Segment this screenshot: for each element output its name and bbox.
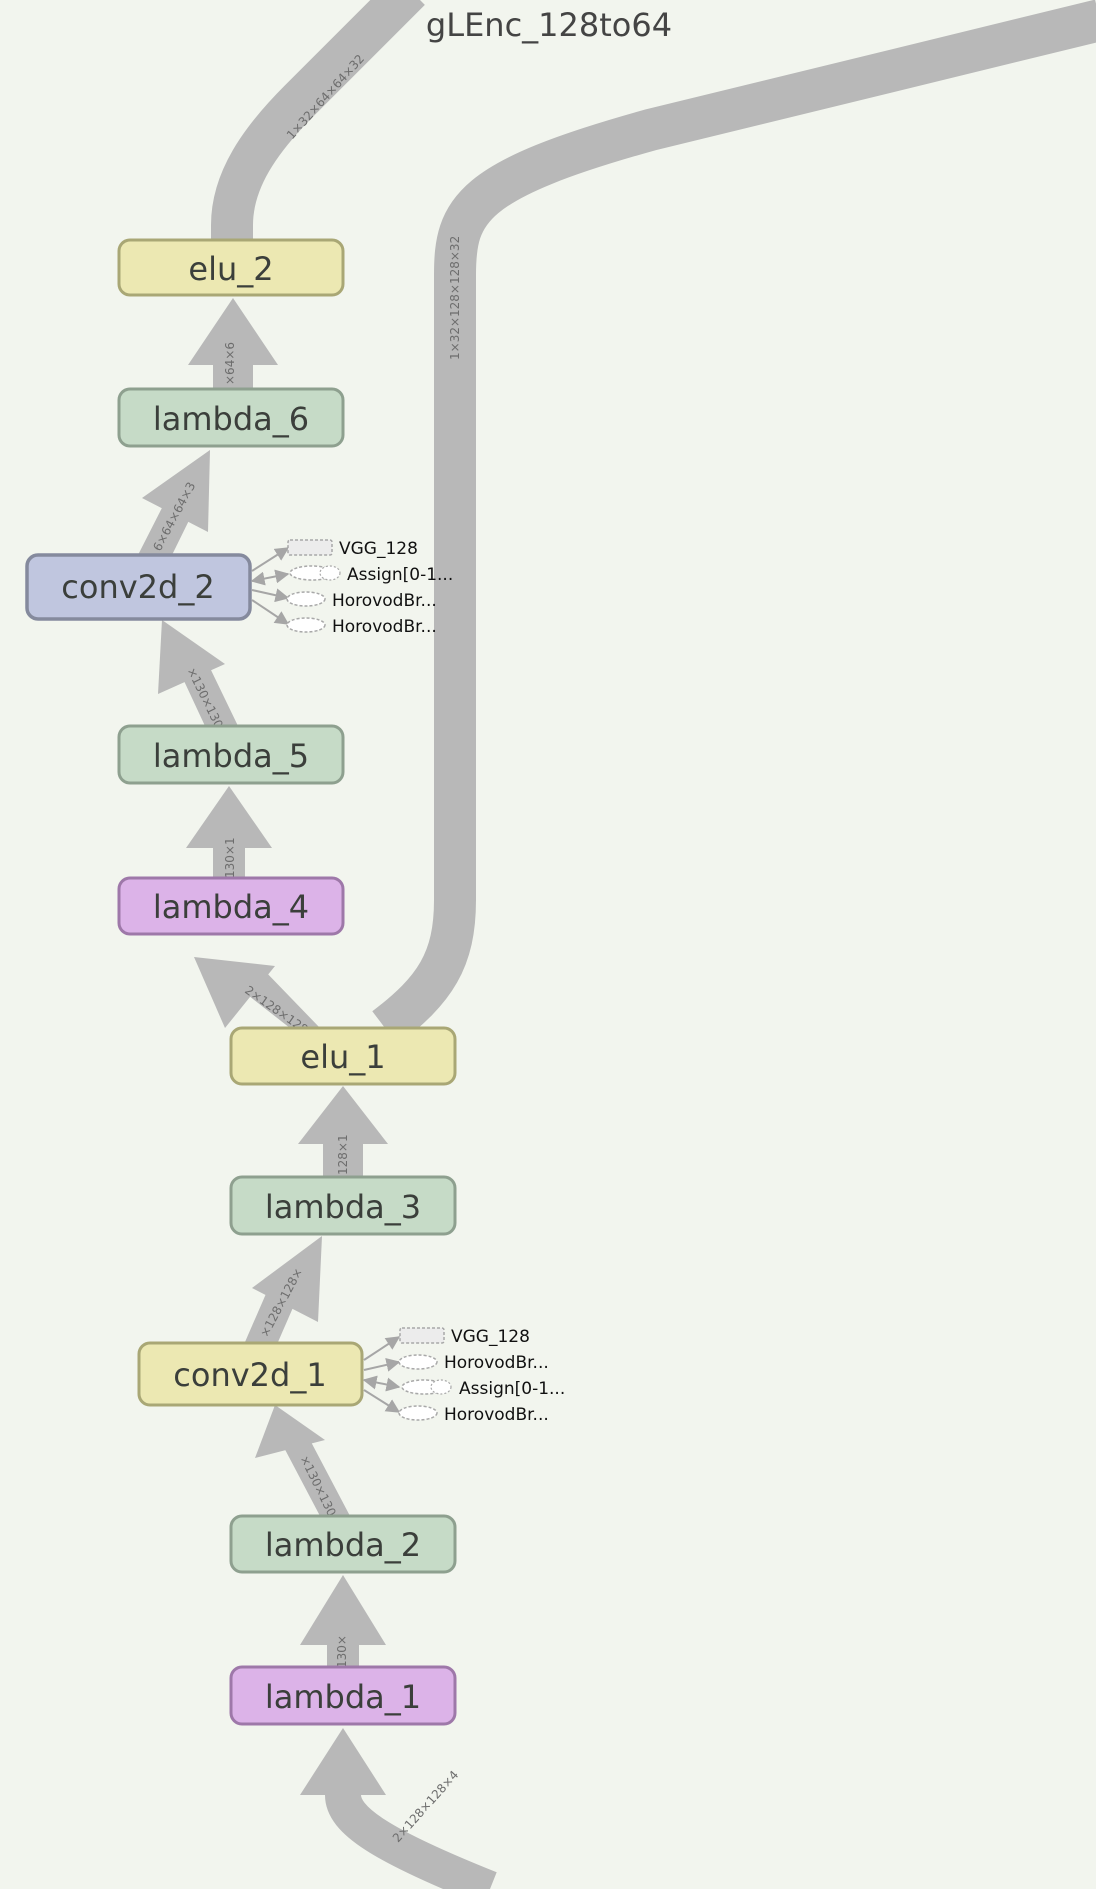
arrowhead-lambda2-conv1 (255, 1405, 325, 1458)
edge-elu1-skip[interactable] (372, 0, 1096, 1045)
node-label: lambda_4 (153, 888, 309, 926)
edge-label-skip: 1×32×128×128×32 (448, 236, 462, 360)
nodes: elu_2 lambda_6 conv2d_2 lambda_5 lambda_… (25, 238, 457, 1726)
arrowhead-lambda6-elu2 (188, 298, 278, 365)
arrowhead-conv2-lambda6 (142, 450, 210, 532)
arrowhead-lambda1-lambda2 (300, 1575, 386, 1645)
graph-title: gLEnc_128to64 (426, 6, 672, 44)
node-lambda_6[interactable]: lambda_6 (117, 387, 345, 448)
node-label: elu_1 (300, 1038, 385, 1076)
edge-label-input-lambda1: 2×128×128×4 (390, 1768, 461, 1845)
edge-lambda5-conv2[interactable] (178, 668, 238, 726)
arrowhead-input-lambda1 (300, 1728, 386, 1795)
aux-label: HorovodBr... (444, 1405, 549, 1425)
edge-labels: 1×32×64×64×32 1×32×128×128×32 ×64×6 6×64… (150, 52, 462, 1845)
aux-label: HorovodBr... (332, 591, 437, 611)
aux-label: Assign[0-1... (347, 565, 453, 585)
aux-label: HorovodBr... (332, 617, 437, 637)
edge-label-lambda6-elu2: ×64×6 (223, 342, 237, 385)
node-conv2d_1[interactable]: conv2d_1 (137, 1341, 364, 1407)
arrowhead-lambda5-conv2 (158, 620, 225, 694)
edge-label-lambda3-elu1: 128×1 (336, 1134, 350, 1175)
node-label: conv2d_1 (173, 1356, 326, 1394)
arrowhead-elu1-lambda4 (194, 957, 275, 1028)
aux-node-horovod[interactable] (286, 591, 326, 607)
node-lambda_3[interactable]: lambda_3 (229, 1175, 457, 1236)
arrowhead-lambda4-lambda5 (186, 786, 272, 848)
aux-node-horovod[interactable] (286, 617, 326, 633)
aux-label: Assign[0-1... (459, 1379, 565, 1399)
node-lambda_5[interactable]: lambda_5 (117, 724, 345, 785)
edge-input-lambda1[interactable] (325, 1768, 497, 1889)
node-elu_2[interactable]: elu_2 (117, 238, 345, 297)
node-lambda_2[interactable]: lambda_2 (229, 1514, 457, 1574)
node-label: elu_2 (188, 250, 273, 288)
arrowhead-conv1-lambda3 (252, 1236, 322, 1322)
aux-label: HorovodBr... (444, 1353, 549, 1373)
node-label: lambda_6 (153, 400, 309, 438)
node-label: conv2d_2 (61, 568, 214, 606)
edge-elu2-out[interactable] (211, 0, 425, 242)
aux-label: VGG_128 (451, 1327, 530, 1347)
edge-label-lambda4-lambda5: 130×1 (223, 837, 237, 878)
node-label: lambda_2 (265, 1526, 421, 1564)
aux-conv2d_1: VGG_128 HorovodBr... Assign[0-1... Horov… (362, 1327, 565, 1425)
node-label: lambda_1 (265, 1678, 421, 1716)
node-label: lambda_3 (265, 1188, 421, 1226)
aux-node-horovod[interactable] (398, 1405, 438, 1421)
node-elu_1[interactable]: elu_1 (229, 1026, 457, 1086)
aux-node-vgg[interactable] (399, 1327, 445, 1344)
aux-node-vgg[interactable] (287, 539, 333, 556)
edge-lambda2-conv1[interactable] (280, 1440, 350, 1516)
edges (138, 0, 1096, 1889)
node-label: lambda_5 (153, 737, 309, 775)
aux-node-horovod[interactable] (398, 1354, 438, 1370)
node-conv2d_2[interactable]: conv2d_2 (25, 553, 252, 621)
node-lambda_1[interactable]: lambda_1 (229, 1665, 457, 1726)
arrowhead-lambda3-elu1 (298, 1086, 388, 1144)
aux-label: VGG_128 (339, 539, 418, 559)
node-lambda_4[interactable]: lambda_4 (117, 876, 345, 936)
aux-conv2d_2: VGG_128 Assign[0-1... HorovodBr... Horov… (250, 539, 453, 637)
edge-label-lambda1-lambda2: 130× (335, 1635, 349, 1668)
